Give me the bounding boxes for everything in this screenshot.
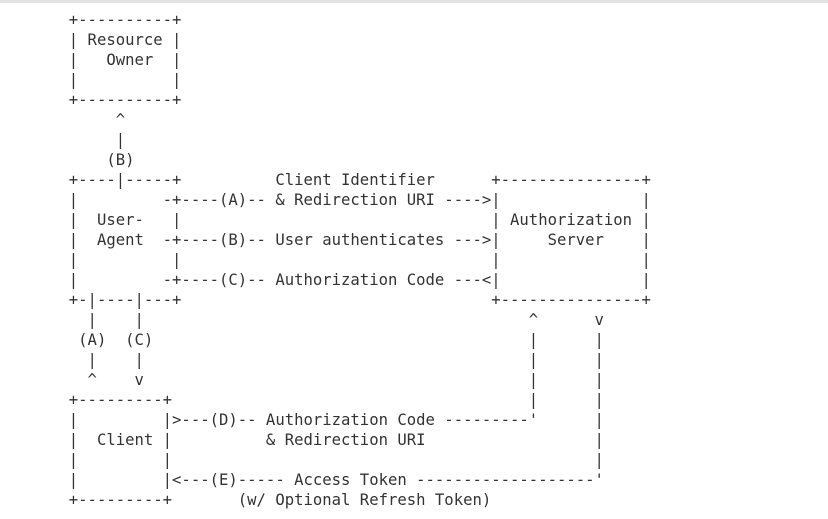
diagram-line: | | | | bbox=[50, 351, 604, 369]
diagram-line: | Owner | bbox=[50, 51, 182, 69]
diagram-line: | bbox=[50, 131, 126, 149]
diagram-line: | Resource | bbox=[50, 31, 182, 49]
diagram-line: +---------+ (w/ Optional Refresh Token) bbox=[50, 491, 492, 509]
diagram-line: ^ v | | bbox=[50, 371, 604, 389]
diagram-line: | | ^ v bbox=[50, 311, 604, 329]
top-border bbox=[0, 0, 828, 3]
diagram-line: (A) (C) | | bbox=[50, 331, 604, 349]
diagram-line: | | | | bbox=[50, 251, 651, 269]
diagram-line: | | | bbox=[50, 451, 604, 469]
diagram-line: +----------+ bbox=[50, 91, 182, 109]
diagram-line: | -+----(C)-- Authorization Code ---<| | bbox=[50, 271, 651, 289]
diagram-line: | | bbox=[50, 71, 182, 89]
diagram-line: +---------+ | | bbox=[50, 391, 604, 409]
diagram-line: | |>---(D)-- Authorization Code --------… bbox=[50, 411, 604, 429]
diagram-line: | Agent -+----(B)-- User authenticates -… bbox=[50, 231, 651, 249]
diagram-line: +----|-----+ Client Identifier +--------… bbox=[50, 171, 651, 189]
diagram-line: | User- | | Authorization | bbox=[50, 211, 651, 229]
oauth-flow-ascii-diagram: +----------+ | Resource | | Owner | | | … bbox=[50, 10, 651, 510]
diagram-line: | Client | & Redirection URI | bbox=[50, 431, 604, 449]
diagram-line: | |<---(E)----- Access Token -----------… bbox=[50, 471, 604, 489]
diagram-line: +-|----|---+ +---------------+ bbox=[50, 291, 651, 309]
diagram-line: | -+----(A)-- & Redirection URI ---->| | bbox=[50, 191, 651, 209]
diagram-line: (B) bbox=[50, 151, 135, 169]
diagram-line: ^ bbox=[50, 111, 126, 129]
diagram-line: +----------+ bbox=[50, 11, 182, 29]
